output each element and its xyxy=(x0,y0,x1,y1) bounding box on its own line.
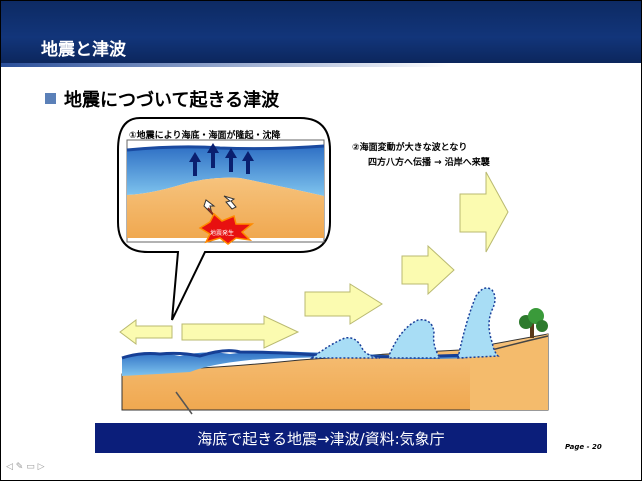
bullet-square-icon xyxy=(45,93,56,104)
tsunami-wave-1 xyxy=(309,336,381,359)
inner-sea-surface xyxy=(126,144,325,152)
arrow-right-top xyxy=(459,171,509,253)
title-bar: 地震と津波 xyxy=(1,1,641,67)
slide-title: 地震と津波 xyxy=(41,40,126,60)
propagation-arrows xyxy=(119,171,509,349)
arrow-right-mid xyxy=(304,283,383,325)
slide-nav: ◁ ✎ ▭ ▷ xyxy=(6,462,45,472)
epicenter-burst xyxy=(198,212,255,245)
prev-icon[interactable]: ◁ xyxy=(6,462,13,472)
arrow-right-small xyxy=(181,315,300,349)
next-icon[interactable]: ▷ xyxy=(37,462,45,472)
callout-label: ①地震により海底・海面が隆起・沈降 xyxy=(129,131,281,141)
menu-icon[interactable]: ▭ xyxy=(26,462,35,472)
arrow-right-upper xyxy=(401,244,455,296)
propagation-note: ②海面変動が大きな波となり 四方八方へ伝播 → 沿岸へ来襲 xyxy=(352,141,490,171)
tree-icon xyxy=(519,308,548,338)
tsunami-wave-3 xyxy=(457,287,500,359)
arrow-left xyxy=(119,319,173,345)
note-line-2: 四方八方へ伝播 → 沿岸へ来襲 xyxy=(368,158,490,168)
figure-caption: 海底で起きる地震→津波/資料:気象庁 xyxy=(95,423,547,453)
epicenter-label: 地震発生 xyxy=(210,229,234,237)
fault-arrow-up xyxy=(223,195,237,210)
inner-sea xyxy=(127,146,324,196)
tsunami-wave-2 xyxy=(386,319,442,359)
pen-icon[interactable]: ✎ xyxy=(15,462,24,472)
slide-heading: 地震につづいて起きる津波 xyxy=(64,90,280,111)
inner-seabed xyxy=(127,177,324,238)
uplift-arrows xyxy=(189,143,254,176)
note-line-1: ②海面変動が大きな波となり xyxy=(352,143,468,153)
page-number: Page - 20 xyxy=(565,443,602,451)
